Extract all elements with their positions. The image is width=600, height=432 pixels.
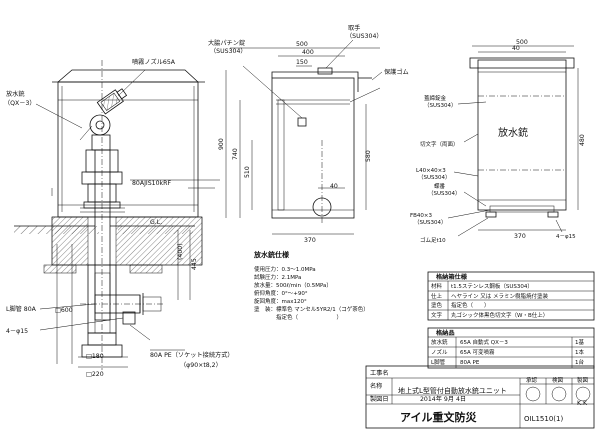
checked-label: 検図 [552,376,564,384]
valve-label-1: 放水銃 [6,90,25,98]
box-spec-key: 仕上 [431,292,443,300]
panel-label: 放水銃 [498,126,528,139]
name-label: 名称 [370,382,382,390]
drawn-label: 製図 [577,376,589,384]
parts-qty: 1本 [575,348,584,356]
dim-500a: 500 [296,41,308,48]
pipe-pe-label: 80A PE（ソケット接続方式） [150,351,234,359]
sq220-label: □220 [86,371,104,378]
rubber-foot-label: ゴム足t10 [420,236,446,244]
flat-label-1: FB40×3 [410,213,433,219]
parts-spec: 65A 自動式 QX－3 [460,338,508,346]
parts-title: 格納品 [436,329,455,337]
dim-510: 510 [244,166,251,178]
sq180-label: □180 [86,353,104,360]
angle1-label-1: L40×40×3 [416,168,446,174]
pipe-dim-label: （φ90×t8,2） [180,362,222,369]
bolt2-label: 4－φ15 [556,234,576,240]
approved-label: 承認 [526,376,538,384]
parts-name: 放水銃 [431,338,448,346]
box-spec-table [427,271,595,321]
valve-label-2: （QX－3） [4,100,36,107]
parts-table [427,327,595,369]
dim-370a: 370 [304,237,316,244]
front-cabinet [477,59,567,211]
parts-spec: 80A PE [460,360,480,366]
date-value: 2014年 9月 4日 [420,395,466,403]
side-cabinet [271,77,355,219]
date-label: 製図日 [370,395,389,403]
dim-740: 740 [232,148,239,160]
dim-40a: 40 [330,183,338,190]
gl-label: G.L. [150,219,162,226]
riser-pipe [94,149,111,321]
spec-row: 放水量：500ℓ/min（0.5MPa） [254,281,332,289]
drawing-number: OIL1510(1) [524,415,563,423]
box-spec-key: 文字 [431,311,443,319]
hinge-label-2: （SUS304） [428,190,461,197]
dim-400b: (400) [177,243,184,260]
lock-label-1: 蓋締錠金 [424,94,447,102]
handle-label-2: （SUS304） [346,33,383,40]
box-spec-key: 塗色 [431,301,443,309]
front-view [447,45,579,237]
side-view [225,39,383,235]
spec-row: 指定色（ ） [254,313,342,321]
company-name: アイル重文防災 [400,410,477,424]
dim-900: 900 [218,138,225,150]
elbow-label: L脚管 80A [6,305,37,313]
spec-row: 試験圧力：2.1MPa [254,273,301,281]
lock-label-2: （SUS304） [424,102,457,109]
cut-label: 切文字（両面） [420,140,459,148]
initials: K.K [577,400,588,407]
spec-title: 放水銃仕様 [253,250,290,259]
parts-name: ノズル [431,348,448,356]
hinge-top-label-2: （SUS304） [210,48,247,55]
rubber-label: 保護ゴム [384,68,409,76]
flange-label: 80AJIS10kRF [132,180,171,187]
title-block [365,365,595,429]
parts-name: L脚管 [431,358,446,366]
dim-480: 480 [579,134,586,146]
parts-qty: 1基 [575,338,584,346]
hinge-label-1: 蝶番 [434,182,446,190]
dim-500b: 500 [516,39,528,46]
spec-row: 塗 装：標準色 マンセル5YR2/1（コゲ茶色） [254,305,369,313]
box-spec-value: 指定色（ ） [451,301,490,309]
box-spec-value: ヘヤライン 又は メラミン樹脂焼付塗装 [451,292,548,300]
parts-spec: 65A 可変噴霧 [460,348,495,356]
spec-row: 旋回角度：max120° [254,297,307,305]
dim-40c: 40 [512,45,520,52]
parts-qty: 1台 [575,358,584,366]
box-spec-key: 材料 [431,282,443,290]
spray-nozzle [96,88,128,115]
bolt-label: 4－φ15 [6,328,28,335]
hinge-top-label-1: 大脇パチン錠 [208,39,245,47]
nozzle-label: 噴霧ノズル65A [132,58,176,66]
square-label: □600 [55,307,73,314]
dim-400: 400 [302,49,314,56]
name-value: 地上式L型管付自動放水銃ユニット [398,386,507,395]
box-spec-value: t1.5ステンレス鋼板（SUS304） [451,282,533,290]
dim-150: 150 [296,59,308,66]
installation-view [14,60,220,370]
job-label: 工事名 [370,369,389,377]
angle1-label-2: （SUS304） [418,174,451,181]
dim-580: 580 [365,150,372,162]
dim-445: 445 [191,258,198,270]
box-spec-title: 格納箱仕様 [436,273,468,281]
spec-row: 使用圧力：0.3～1.0MPa [254,265,316,273]
box-spec-value: 丸ゴシック体黒色切文字（W・B仕上） [451,311,548,319]
cabinet-outline [57,81,199,218]
dim-370b: 370 [514,233,526,240]
flat-label-2: （SUS304） [414,219,447,226]
handle-label-1: 取手 [348,24,360,32]
spec-row: 俯仰角度：0°～+90° [254,289,308,297]
